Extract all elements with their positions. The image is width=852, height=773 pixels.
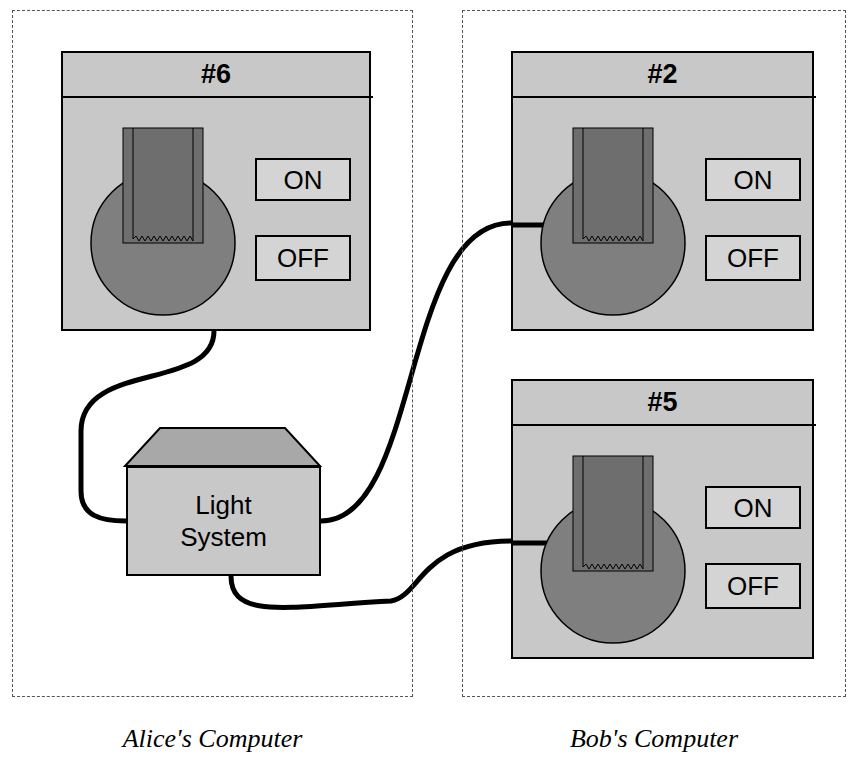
- state-box: ON: [705, 158, 801, 201]
- switch-number: #5: [513, 381, 812, 424]
- handle-grip: [583, 128, 643, 241]
- switch-panel: #6ON OFF: [61, 51, 371, 331]
- state-box: OFF: [705, 563, 801, 609]
- wire-stub: [513, 541, 548, 546]
- header-divider: [63, 96, 373, 98]
- computer-region: Bob's Computer#2ONOFF#5ONOFF: [462, 10, 846, 697]
- header-divider: [513, 424, 816, 426]
- state-box: ON: [255, 158, 351, 201]
- state-label: ON: [284, 167, 323, 193]
- computer-region: Alice's Computer#6ONOFFLight System: [12, 10, 413, 697]
- handle-grip: [583, 456, 643, 569]
- state-label: OFF: [727, 573, 779, 599]
- state-label: OFF: [277, 245, 329, 271]
- switch-number: #6: [63, 53, 369, 96]
- switch-panel: #5ON OFF: [511, 379, 814, 659]
- wire-stub: [513, 223, 544, 228]
- state-label: ON: [734, 167, 773, 193]
- switch-number: #2: [513, 53, 812, 96]
- roof-shape: [125, 428, 320, 466]
- switch-handle: [123, 128, 203, 243]
- computer-label: Bob's Computer: [463, 724, 845, 754]
- light-system-box: Light System: [126, 466, 321, 576]
- header-divider: [513, 96, 816, 98]
- state-label: OFF: [727, 245, 779, 271]
- handle-grip: [133, 128, 193, 241]
- state-box: OFF: [705, 235, 801, 281]
- computer-label: Alice's Computer: [13, 724, 412, 754]
- state-box: OFF: [255, 235, 351, 281]
- state-box: ON: [705, 486, 801, 529]
- switch-handle: [573, 456, 653, 571]
- system-label: Light System: [159, 489, 289, 554]
- switch-panel: #2ON OFF: [511, 51, 814, 331]
- switch-handle: [573, 128, 653, 243]
- state-label: ON: [734, 495, 773, 521]
